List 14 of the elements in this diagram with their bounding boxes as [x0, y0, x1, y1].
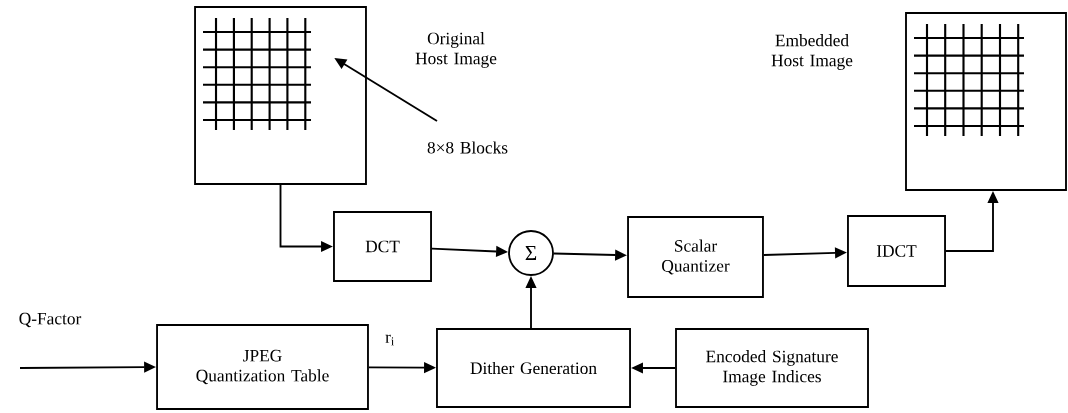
grid-drawing: [203, 18, 311, 130]
process-box: Dither Generation: [436, 328, 631, 408]
process-box: Scalar Quantizer: [627, 216, 764, 298]
image-caption: Original Host Image: [415, 32, 497, 68]
process-box: DCT: [333, 211, 432, 282]
grid-drawing: [914, 24, 1024, 136]
summing-junction: Σ: [508, 230, 554, 276]
edge-label: Q-Factor: [17, 311, 83, 329]
annotation-text: 8×8 Blocks: [427, 141, 508, 154]
image-caption: Embedded Host Image: [771, 34, 853, 70]
edge-label: r$_{i}$: [383, 333, 397, 347]
process-box: Encoded Signature Image Indices: [675, 328, 869, 408]
process-box: JPEG Quantization Table: [156, 324, 369, 410]
process-box: IDCT: [847, 215, 946, 287]
